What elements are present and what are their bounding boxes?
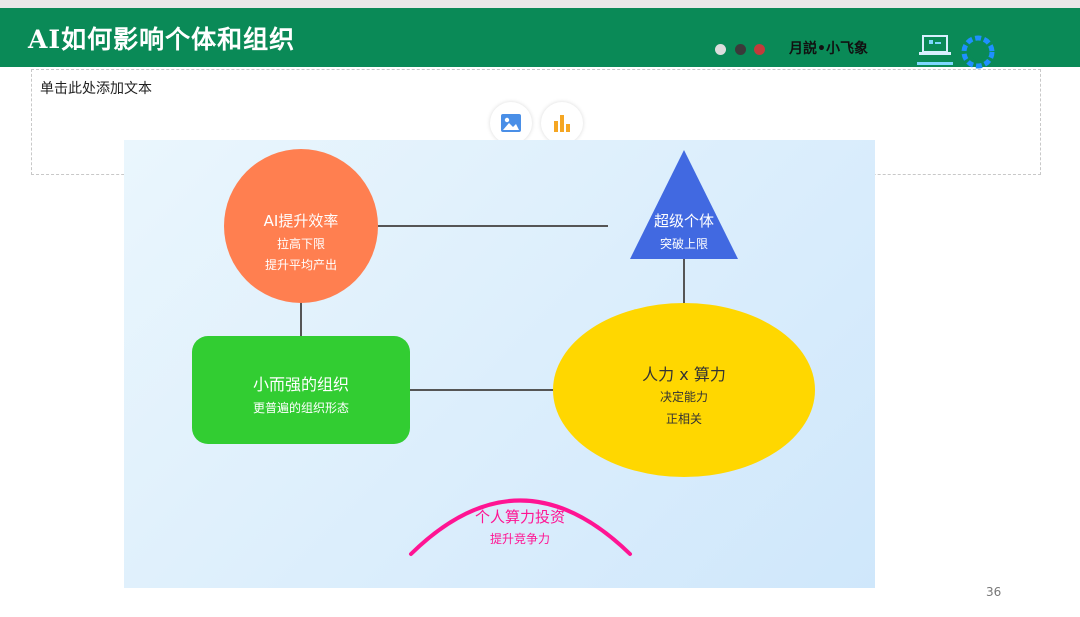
dot-light [715, 44, 726, 55]
circle-line2: 提升平均产出 [265, 257, 337, 272]
image-icon [501, 114, 521, 132]
slide-header-bar: AI如何影响个体和组织 月説•小飞象 [0, 8, 1080, 69]
laptop-logo-icon [917, 35, 953, 65]
small-strong-org-rect [192, 336, 410, 444]
gear-logo-icon [961, 35, 995, 69]
triangle-title: 超级个体 [654, 212, 714, 230]
super-individual-triangle [630, 150, 738, 259]
diagram-panel: AI提升效率 拉高下限 提升平均产出 超级个体 突破上限 小而强的组织 更普遍的… [124, 140, 875, 588]
ellipse-line2: 正相关 [666, 412, 702, 426]
rect-title: 小而强的组织 [253, 375, 349, 394]
diagram-canvas: AI提升效率 拉高下限 提升平均产出 超级个体 突破上限 小而强的组织 更普遍的… [192, 149, 815, 556]
rect-line1: 更普遍的组织形态 [253, 400, 349, 415]
brand-text: 月説•小飞象 [789, 41, 868, 57]
ellipse-title: 人力 x 算力 [642, 365, 726, 384]
dot-red [754, 44, 765, 55]
window-top-strip [0, 0, 1080, 8]
circle-title: AI提升效率 [264, 212, 339, 230]
triangle-line1: 突破上限 [660, 236, 708, 251]
insert-chart-button[interactable] [541, 102, 583, 144]
efficiency-circle [224, 149, 378, 303]
dot-dark [735, 44, 746, 55]
insert-picture-button[interactable] [490, 102, 532, 144]
circle-line1: 拉高下限 [277, 236, 325, 251]
compute-ellipse [553, 303, 815, 477]
arc-line1: 提升竞争力 [490, 531, 550, 546]
chart-icon [554, 115, 570, 132]
slide-title: AI如何影响个体和组织 [28, 25, 296, 54]
placeholder-text[interactable]: 单击此处添加文本 [40, 81, 152, 97]
arc-title: 个人算力投资 [475, 508, 565, 526]
investment-arc [409, 498, 632, 556]
slide-number: 36 [986, 585, 1002, 599]
ellipse-line1: 决定能力 [660, 389, 708, 404]
